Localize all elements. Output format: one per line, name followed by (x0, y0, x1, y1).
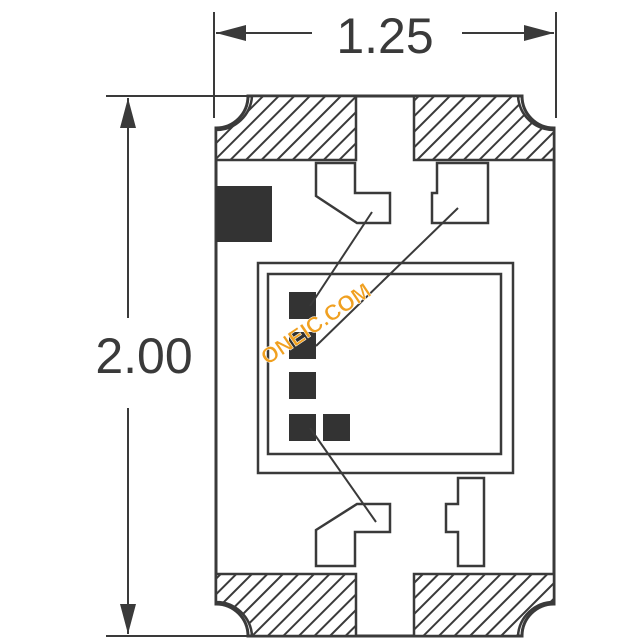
height-dimension-label: 2.00 (95, 328, 192, 384)
bond-wire-1 (309, 211, 373, 307)
bond-pad-3 (289, 372, 316, 399)
bond-pad-4 (289, 414, 316, 441)
height-arrow-top-icon (120, 98, 136, 128)
width-arrow-left-icon (216, 25, 246, 41)
terminal-top-left (214, 94, 358, 162)
package-body (214, 94, 556, 638)
pad-lower-right (444, 476, 486, 568)
terminal-top-right (412, 94, 556, 162)
terminal-bottom-right (412, 572, 556, 638)
die-frame-outer (256, 261, 515, 475)
terminal-bottom-left (214, 572, 358, 638)
height-arrow-bottom-icon (120, 604, 136, 634)
bond-pad-5 (323, 414, 350, 441)
height-dimension (106, 95, 250, 637)
bond-wire-3 (309, 427, 377, 523)
width-dimension-label: 1.25 (336, 8, 433, 64)
bond-pad-2 (289, 332, 316, 359)
pad-upper-left (314, 161, 392, 225)
pad-lower-left (314, 502, 392, 568)
bond-wire-2 (315, 207, 459, 347)
width-dimension (213, 12, 557, 118)
polarity-mark (216, 186, 272, 242)
width-arrow-right-icon (524, 25, 554, 41)
pad-upper-right (430, 161, 490, 225)
